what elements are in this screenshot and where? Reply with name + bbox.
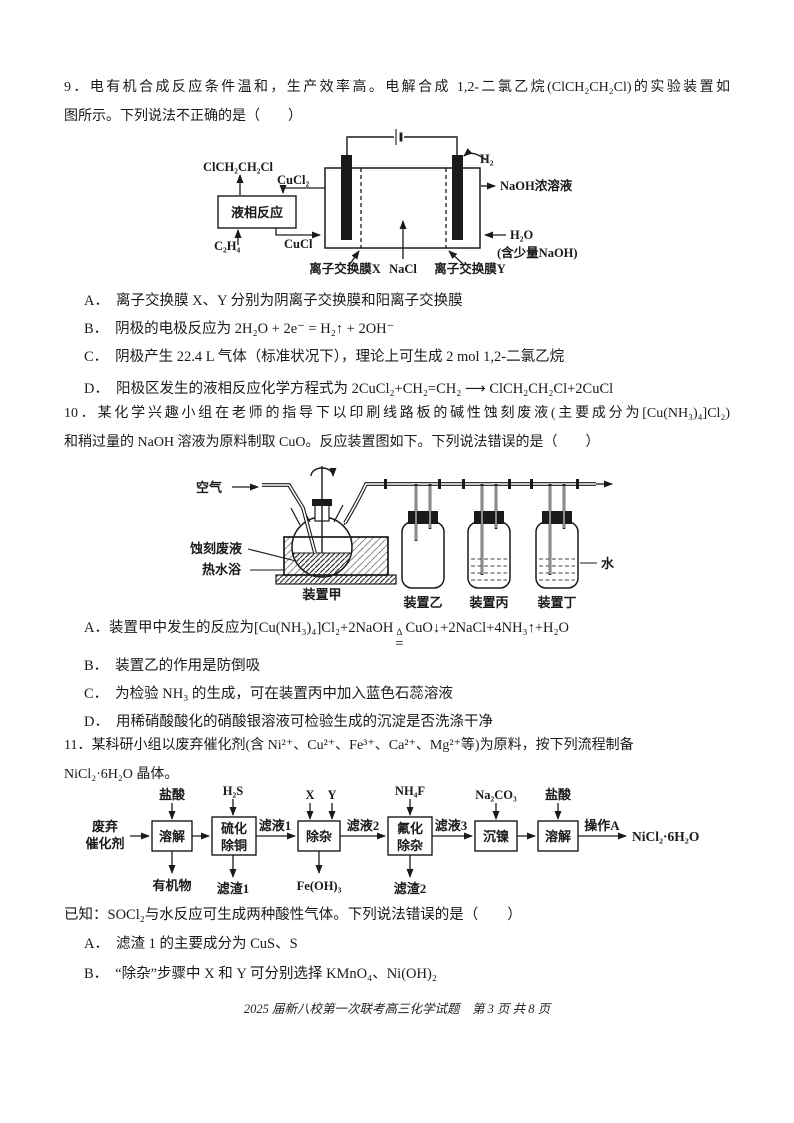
q10-option-d: D．用稀硝酸酸化的硝酸银溶液可检验生成的沉淀是否洗涤干净 [84,714,493,730]
page-footer: 2025 届新八校第一次联考高三化学试题 第 3 页 共 8 页 [243,1002,551,1016]
flow-box4-line2: 除杂 [397,838,423,853]
q9-option-b: B．阴极的电极反应为 2H₂O + 2e⁻ = H₂↑ + 2OH⁻ [84,321,395,337]
flow-box2-line2: 除铜 [221,838,247,853]
label-reaction-box: 液相反应 [231,205,283,220]
reagent-x: X [305,788,314,802]
label-water-note: (含少量NaOH) [497,245,578,260]
q9-stem-line1: 9．电有机合成反应条件温和，生产效率高。电解合成 1,2-二氯乙烷(ClCH₂C… [64,80,730,95]
q9-option-a: A．离子交换膜 X、Y 分别为阴离子交换膜和阳离子交换膜 [84,293,463,309]
q11-stem-line1: 11．某科研小组以废弃催化剂(含 Ni²⁺、Cu²⁺、Fe³⁺、Ca²⁺、Mg²… [64,738,634,753]
label-operation-a: 操作A [584,818,620,833]
process-flowchart: 废弃 催化剂 盐酸 H₂S X Y NH₄F Na₂CO₃ 盐酸 溶解 硫化 除… [85,784,699,896]
stirrer [310,466,337,553]
label-membrane-x: 离子交换膜X [309,261,381,276]
flow-product: NiCl₂·6H₂O [632,829,699,844]
q10-stem-line2: 和稍过量的 NaOH 溶液为原料制取 CuO。反应装置图如下。下列说法错误的是（… [64,435,600,450]
label-waste: 蚀刻废液 [189,541,242,556]
circuit-wires [346,129,458,157]
label-device1: 装置甲 [301,587,341,602]
label-device2: 装置乙 [402,595,442,610]
delta-over-equals: Δ= [395,628,404,652]
label-water-in: H₂O [510,228,533,242]
gas-bottle-bing [467,484,511,589]
label-cucl2: CuCl₂ [277,173,309,187]
gas-pipe [343,479,613,524]
q11-stem-line2: NiCl₂·6H₂O 晶体。 [64,767,179,782]
cathode-electrode [452,155,463,240]
q11-options: A．滤渣 1 的主要成分为 CuS、S B．“除杂”步骤中 X 和 Y 可分别选… [84,929,734,989]
q10-option-c: C．为检验 NH₃ 的生成，可在装置丙中加入蓝色石蕊溶液 [84,686,453,702]
gas-bottle-ding [535,484,579,589]
label-filtrate1: 滤液1 [259,818,292,833]
gas-bottle-yi [401,484,445,589]
q10-stem: 10．某化学兴趣小组在老师的指导下以印刷线路板的碱性蚀刻废液(主要成分为[Cu(… [64,399,730,457]
label-air: 空气 [196,480,222,495]
flow-arrows [234,148,506,265]
flow-box1: 溶解 [159,829,185,844]
q9-stem-line2: 图所示。下列说法不正确的是（ ） [64,109,302,124]
flow-box2-line1: 硫化 [221,821,247,836]
label-naoh-out: NaOH浓溶液 [500,178,573,193]
q11-option-b: B．“除杂”步骤中 X 和 Y 可分别选择 KMnO₄、Ni(OH)₂ [84,966,437,982]
label-water: 水 [601,556,615,571]
label-product: ClCH₂CH₂Cl [203,160,274,174]
q11-known: 已知：SOCl₂与水反应可生成两种酸性气体。下列说法错误的是（ ） [64,907,522,923]
flow-out4: 滤渣2 [394,881,427,896]
anode-electrode [341,155,352,240]
q10-stem-line1: 10．某化学兴趣小组在老师的指导下以印刷线路板的碱性蚀刻废液(主要成分为[Cu(… [64,406,730,421]
q11-stem: 11．某科研小组以废弃催化剂(含 Ni²⁺、Cu²⁺、Fe³⁺、Ca²⁺、Mg²… [64,731,730,789]
reagent-h2s: H₂S [223,784,243,798]
q9-option-d: D．阳极区发生的液相反应化学方程式为 2CuCl₂+CH₂=CH₂ ⟶ ClCH… [84,381,614,397]
reagent-na2co3: Na₂CO₃ [475,788,517,802]
label-bath: 热水浴 [202,562,242,577]
label-device4: 装置丁 [536,595,576,610]
flow-box4-line1: 氟化 [397,821,423,836]
label-h2: H₂ [480,152,494,166]
label-filtrate2: 滤液2 [347,818,380,833]
reaction-box [217,195,297,229]
reagent-y: Y [327,788,336,802]
reagent-hcl-1: 盐酸 [159,787,186,802]
q9-stem: 9．电有机合成反应条件温和，生产效率高。电解合成 1,2-二氯乙烷(ClCH₂C… [64,73,730,131]
label-device3: 装置丙 [468,595,508,610]
q9-options: A．离子交换膜 X、Y 分别为阴离子交换膜和阳离子交换膜 B．阴极的电极反应为 … [84,287,734,403]
flow-start-line1: 废弃 [92,819,118,834]
flow-box5: 沉镍 [483,829,509,844]
label-cucl: CuCl [284,237,313,251]
label-ethylene: C₂H₄ [214,239,240,253]
reagent-hcl-2: 盐酸 [545,787,572,802]
flow-out1: 有机物 [152,878,191,893]
label-membrane-y: 离子交换膜Y [434,261,506,276]
flow-start-line2: 催化剂 [85,836,124,851]
q9-option-c: C．阴极产生 22.4 L 气体（标准状况下），理论上可生成 2 mol 1,2… [84,349,565,365]
electrolysis-diagram: ClCH₂CH₂Cl CuCl₂ 液相反应 C₂H₄ CuCl H₂ NaOH浓… [203,129,578,276]
pointer-lines [247,548,597,571]
flow-box3: 除杂 [306,829,332,844]
flow-box6: 溶解 [545,829,571,844]
q11-option-a: A．滤渣 1 的主要成分为 CuS、S [84,936,298,952]
q10-option-b: B．装置乙的作用是防倒吸 [84,658,261,674]
flow-arrows [130,799,627,878]
flow-out3: Fe(OH)₃ [297,879,342,893]
label-filtrate3: 滤液3 [435,818,468,833]
inlet-tube [262,483,317,554]
flow-out2: 滤渣1 [217,881,250,896]
reagent-nh4f: NH₄F [395,784,425,798]
label-nacl: NaCl [389,262,417,276]
apparatus-diagram: 空气 蚀刻废液 热水浴 装置甲 装置乙 装置丙 装置丁 水 [189,466,615,610]
hot-plate [275,574,397,585]
